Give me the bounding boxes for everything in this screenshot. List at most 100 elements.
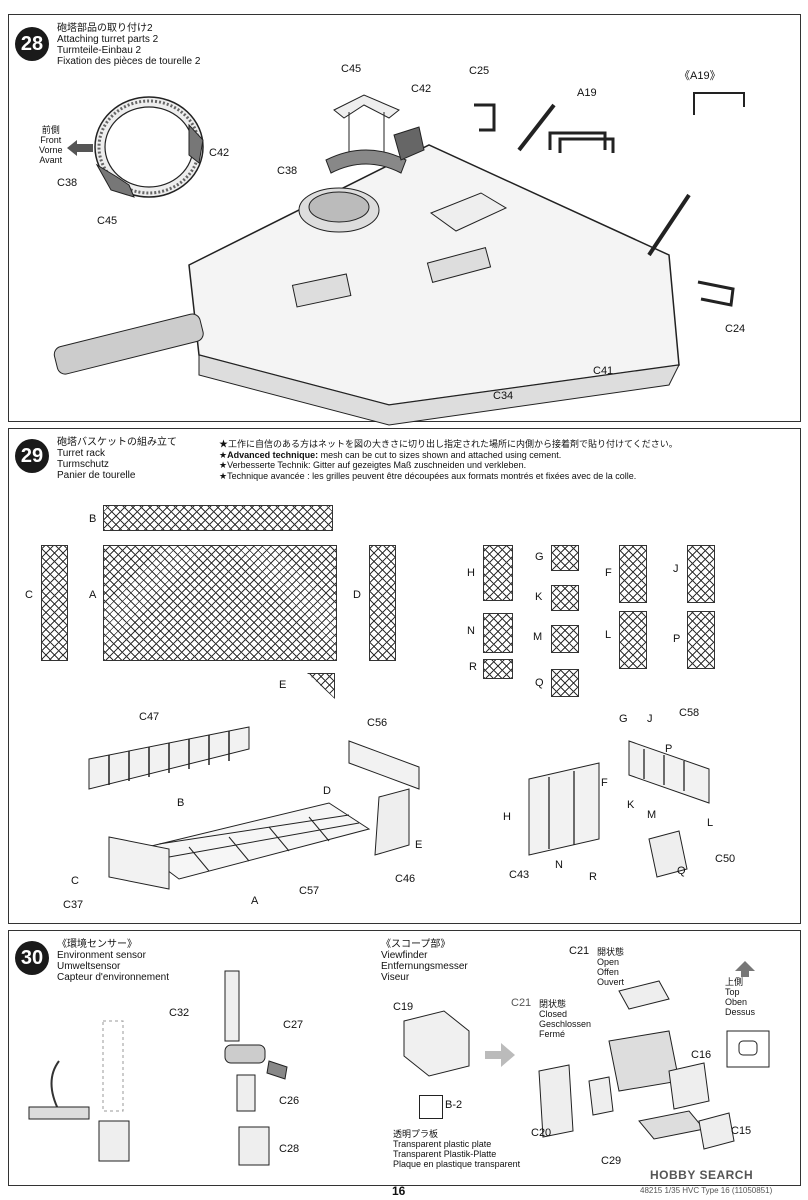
assy-label-f: F — [601, 777, 608, 789]
mesh-label-b: B — [89, 513, 97, 525]
note-en-text: mesh can be cut to sizes shown and attac… — [318, 449, 562, 460]
mesh-q — [551, 669, 579, 697]
assy-label-l: L — [707, 817, 714, 829]
open-fr: Ouvert — [597, 977, 625, 987]
assy-label-d: D — [323, 785, 331, 797]
label-c26: C26 — [279, 1095, 300, 1107]
label-c41: C41 — [593, 365, 614, 377]
mesh-label-a: A — [89, 589, 97, 601]
assy-label-c56: C56 — [367, 717, 388, 729]
assy-label-n: N — [555, 859, 563, 871]
mesh-k — [551, 585, 579, 611]
note-en: ★Advanced technique: mesh can be cut to … — [219, 449, 562, 460]
mesh-g — [551, 545, 579, 571]
rack-assembly-left — [88, 726, 420, 890]
label-c28: C28 — [279, 1143, 300, 1155]
assy-label-c47: C47 — [139, 711, 160, 723]
mesh-label-p: P — [673, 633, 681, 645]
front-arrow-icon — [67, 140, 93, 156]
part-c25-icon — [474, 103, 496, 132]
assy-label-c43: C43 — [509, 869, 530, 881]
title-fr: Panier de tourelle — [57, 470, 136, 481]
assy-label-c: C — [71, 875, 79, 887]
mesh-r — [483, 659, 513, 679]
turret-ring-illustration — [94, 96, 204, 198]
part-c41-icon — [429, 192, 508, 232]
footer-code: 48215 1/35 HVC Type 16 (11050851) — [640, 1186, 773, 1195]
label-c15: C15 — [731, 1125, 752, 1137]
part-c24-icon — [697, 280, 735, 307]
mesh-label-k: K — [535, 591, 543, 603]
front-label: 前側 Front Vorne Avant — [39, 125, 63, 165]
step-title: 砲塔バスケットの組み立て Turret rack Turmschutz Pani… — [57, 437, 177, 481]
watermark-logo: HOBBY SEARCH — [650, 1168, 754, 1182]
closed-en: Closed — [539, 1009, 568, 1019]
mesh-label-j: J — [673, 563, 679, 575]
mesh-j — [687, 545, 715, 603]
assy-label-q: Q — [677, 865, 686, 877]
open-state-label: 開状態 Open Offen Ouvert — [597, 947, 624, 987]
mesh-c — [41, 545, 68, 661]
plastic-plate-label: 透明プラ板 Transparent plastic plate Transpar… — [393, 1129, 520, 1169]
step-30-panel: 30 《環境センサー》 Environment sensor Umweltsen… — [8, 930, 801, 1186]
closed-fr: Fermé — [539, 1029, 566, 1039]
mesh-label-d: D — [353, 589, 361, 601]
viewfinder-en: Viewfinder — [381, 950, 428, 961]
mesh-label-c: C — [25, 589, 33, 601]
label-c45-ring: C45 — [97, 215, 118, 227]
title-de: Turmschutz — [57, 459, 109, 470]
mesh-e — [307, 673, 335, 699]
front-jp: 前側 — [41, 125, 60, 135]
note-en-label: Advanced technique: — [227, 449, 319, 460]
title-jp: 砲塔バスケットの組み立て — [57, 437, 177, 448]
title-de: Umweltsensor — [57, 961, 121, 972]
front-fr: Avant — [39, 155, 63, 165]
label-c45-top: C45 — [341, 63, 362, 75]
label-c16: C16 — [691, 1049, 712, 1061]
label-a19-detail: 《A19》 — [679, 70, 721, 82]
label-c42-ring: C42 — [209, 147, 230, 159]
top-jp: 上側 — [725, 977, 744, 987]
title-en: Environment sensor — [57, 950, 146, 961]
open-jp: 開状態 — [597, 947, 625, 957]
label-c38-top: C38 — [277, 165, 298, 177]
title-fr: Fixation des pièces de tourelle 2 — [57, 56, 201, 67]
step-title: 砲塔部品の取り付け2 Attaching turret parts 2 Turm… — [57, 23, 200, 67]
label-c27: C27 — [283, 1019, 304, 1031]
plate-de: Transparent Plastik-Platte — [393, 1149, 497, 1159]
mesh-label-e: E — [279, 679, 287, 691]
assy-label-m: M — [647, 809, 657, 821]
open-en: Open — [597, 957, 620, 967]
part-c38-icon — [325, 149, 407, 174]
label-c32: C32 — [169, 1007, 190, 1019]
assy-label-k: K — [627, 799, 635, 811]
viewfinder-fr: Viseur — [381, 972, 410, 983]
title-en: Attaching turret parts 2 — [57, 34, 159, 45]
label-c42-top: C42 — [411, 83, 432, 95]
assy-label-c50: C50 — [715, 853, 736, 865]
mesh-label-r: R — [469, 661, 477, 673]
part-a19-rack-icon — [548, 131, 615, 153]
label-c24: C24 — [725, 323, 746, 335]
mesh-m — [551, 625, 579, 653]
label-a19: A19 — [577, 87, 597, 99]
label-c29: C29 — [601, 1155, 622, 1167]
sensor-overview-illustration — [28, 1020, 130, 1162]
top-de: Oben — [725, 997, 748, 1007]
assy-label-c58: C58 — [679, 707, 700, 719]
plate-fr: Plaque en plastique transparent — [393, 1159, 521, 1169]
part-a19-detail-icon — [693, 92, 745, 115]
assy-label-e: E — [415, 839, 423, 851]
mesh-label-g: G — [535, 551, 544, 563]
viewfinder-de: Entfernungsmesser — [381, 961, 468, 972]
page-number: 16 — [392, 1184, 406, 1198]
title-jp: 砲塔部品の取り付け2 — [57, 23, 153, 34]
open-de: Offen — [597, 967, 619, 977]
advanced-note: ★工作に自信のある方はネットを図の大きさに切り出し指定された場所に内側から接着剤… — [219, 439, 678, 481]
step-number: 28 — [15, 27, 49, 61]
title-fr: Capteur d'environnement — [57, 972, 169, 983]
assy-label-p: P — [665, 743, 673, 755]
assy-label-c37: C37 — [63, 899, 84, 911]
label-c34: C34 — [493, 390, 514, 402]
label-c21-open: C21 — [569, 945, 590, 957]
